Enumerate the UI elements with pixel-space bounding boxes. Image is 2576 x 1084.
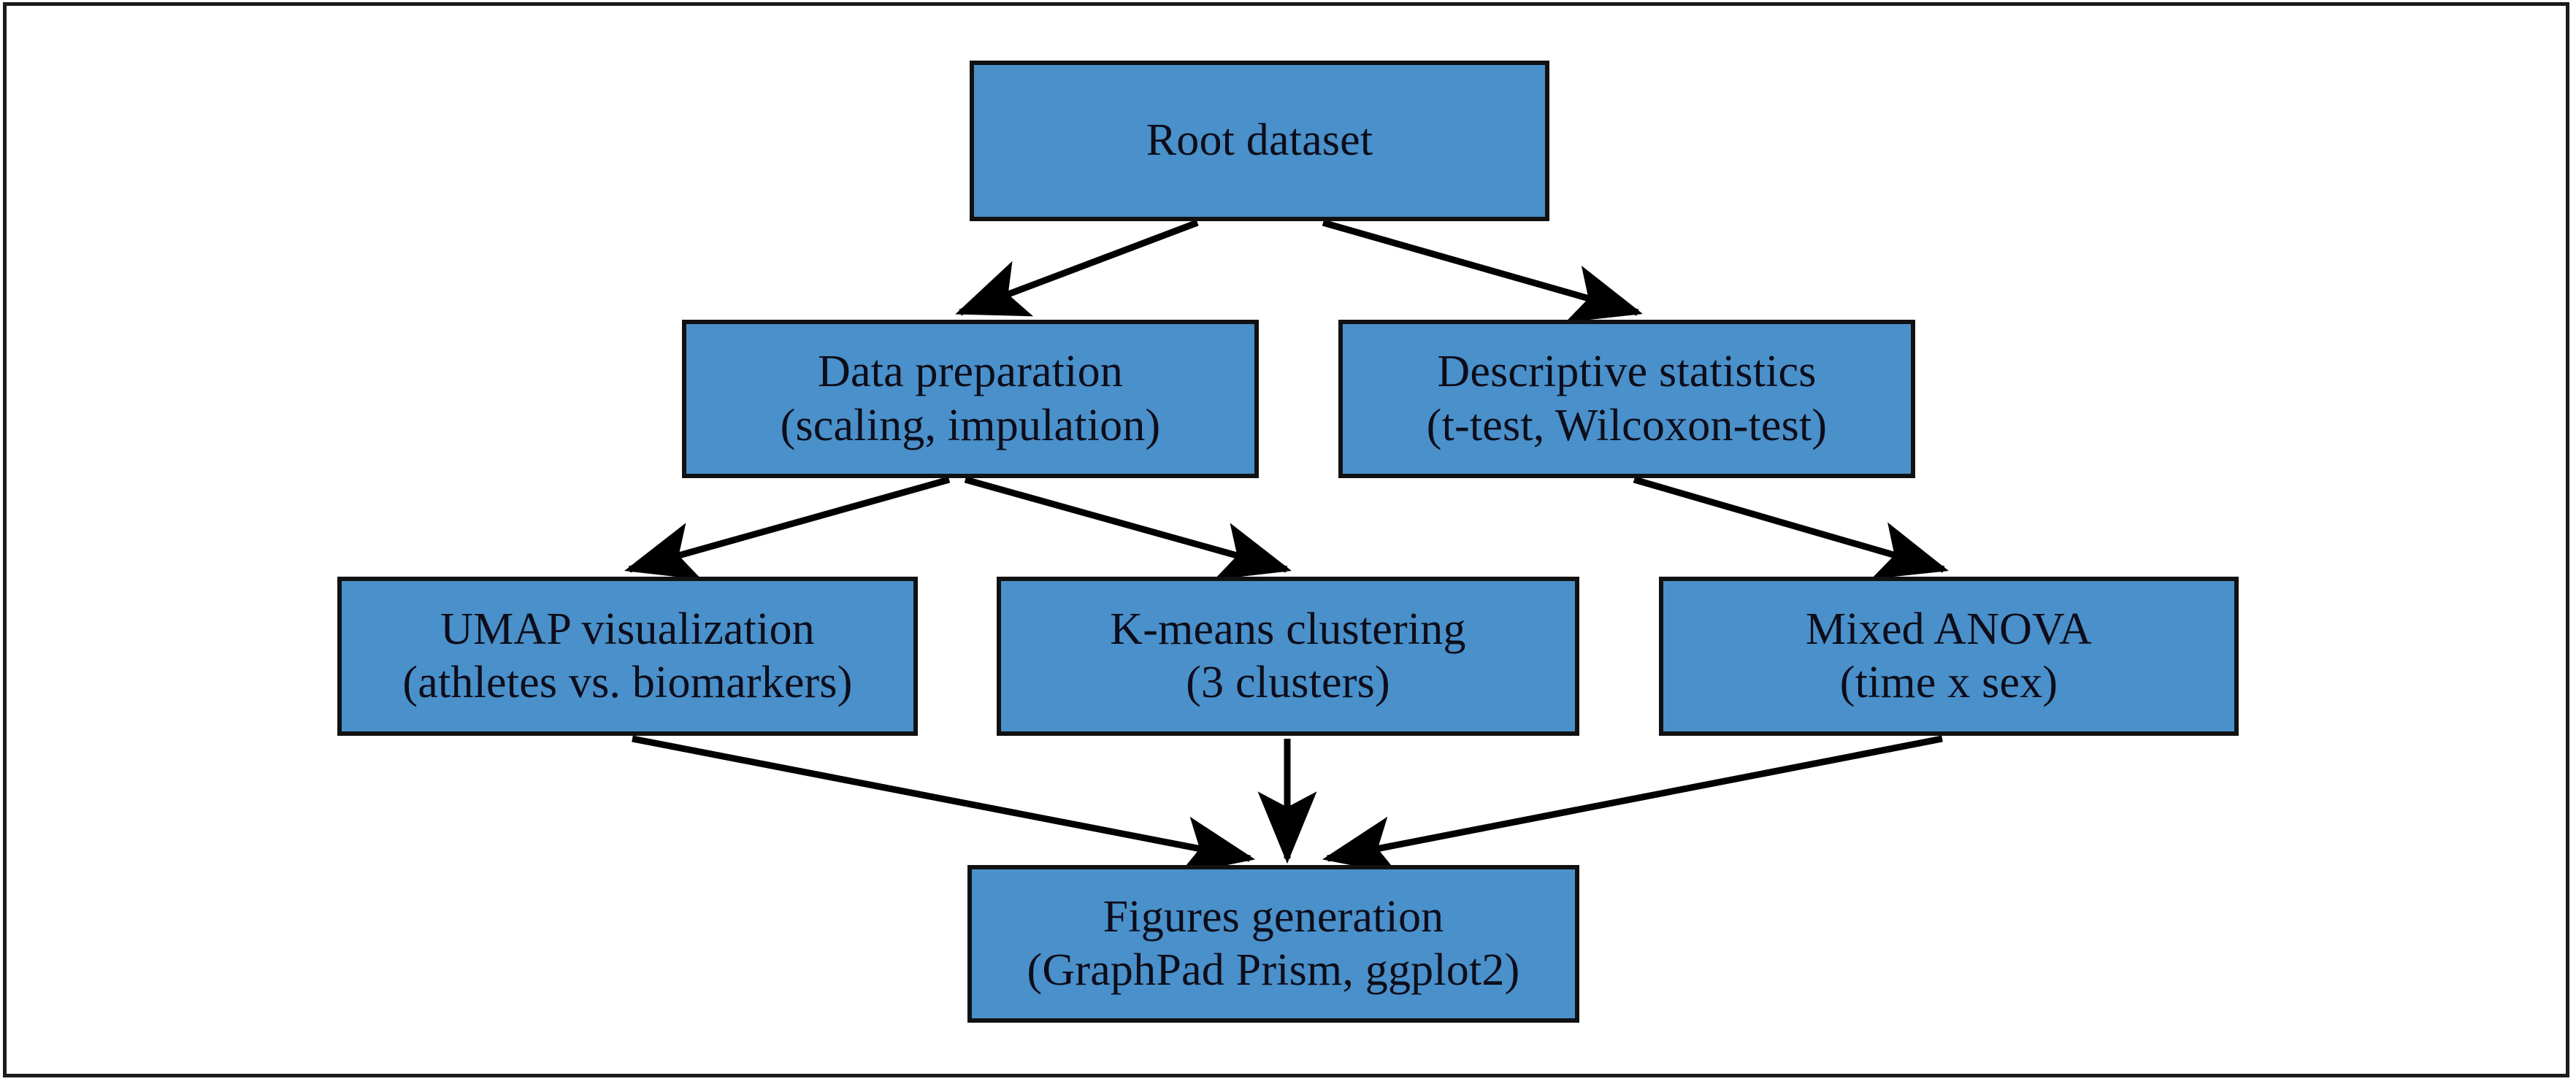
node-umap-visualization[interactable]: UMAP visualization (athletes vs. biomark… [337,577,918,736]
node-umap-visualization-label-line1: UMAP visualization [440,604,815,654]
node-figures-generation[interactable]: Figures generation (GraphPad Prism, ggpl… [967,865,1579,1023]
node-mixed-anova-label-line2: (time x sex) [1839,658,2058,707]
node-mixed-anova-label-line1: Mixed ANOVA [1805,604,2093,654]
node-descriptive-statistics[interactable]: Descriptive statistics (t-test, Wilcoxon… [1338,320,1915,478]
node-kmeans-clustering-label-line1: K-means clustering [1110,604,1466,654]
node-figures-generation-label-line2: (GraphPad Prism, ggplot2) [1027,945,1520,995]
node-data-preparation[interactable]: Data preparation (scaling, impulation) [682,320,1259,478]
node-kmeans-clustering[interactable]: K-means clustering (3 clusters) [997,577,1579,736]
node-descriptive-statistics-label-line1: Descriptive statistics [1437,347,1817,397]
node-root-dataset-label-line1: Root dataset [1146,115,1373,166]
node-figures-generation-label-line1: Figures generation [1103,891,1444,942]
node-descriptive-statistics-label-line2: (t-test, Wilcoxon-test) [1426,400,1828,450]
node-root-dataset[interactable]: Root dataset [970,61,1549,221]
node-mixed-anova[interactable]: Mixed ANOVA (time x sex) [1659,577,2239,736]
node-kmeans-clustering-label-line2: (3 clusters) [1186,658,1390,707]
node-data-preparation-label-line1: Data preparation [817,347,1124,397]
node-umap-visualization-label-line2: (athletes vs. biomarkers) [402,658,853,707]
node-data-preparation-label-line2: (scaling, impulation) [780,400,1161,450]
